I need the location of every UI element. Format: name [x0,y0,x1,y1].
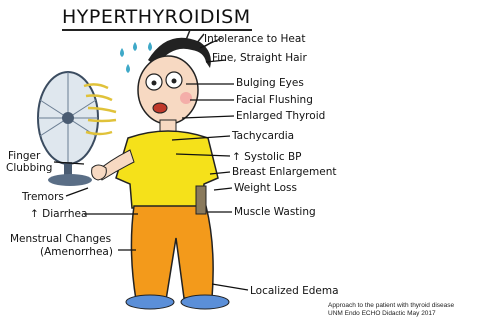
label-localized-edema: Localized Edema [250,285,339,297]
caption-line-2: UNM Endo ECHO Didactic May 2017 [328,310,454,318]
label-breast-enlargement: Breast Enlargement [232,166,336,178]
label-facial-flushing: Facial Flushing [236,94,313,106]
left-shoe [126,295,174,309]
hands [92,165,107,180]
pants [131,206,213,300]
label-muscle-wasting: Muscle Wasting [234,206,316,218]
person-illustration [92,30,229,309]
label-menstrual-changes: Menstrual Changes [10,233,111,245]
label-finger-clubbing-line2: Clubbing [6,162,52,174]
source-caption: Approach to the patient with thyroid dis… [328,302,454,318]
caption-line-1: Approach to the patient with thyroid dis… [328,302,454,310]
label-diarrhea: ↑ Diarrhea [30,208,87,220]
label-amenorrhea: (Amenorrhea) [40,246,113,258]
label-tachycardia: Tachycardia [232,130,294,142]
mouth [153,103,167,113]
label-fine-straight-hair: Fine, Straight Hair [212,52,307,64]
label-bulging-eyes: Bulging Eyes [236,77,304,89]
label-tremors: Tremors [22,191,64,203]
head [138,56,198,124]
right-shoe [181,295,229,309]
label-weight-loss: Weight Loss [234,182,297,194]
label-systolic-bp: ↑ Systolic BP [232,151,302,163]
fan-base [48,174,92,186]
label-intolerance-to-heat: Intolerance to Heat [204,33,305,45]
label-finger-clubbing-line1: Finger [8,150,40,162]
fan-neck [64,162,72,176]
label-enlarged-thyroid: Enlarged Thyroid [236,110,325,122]
